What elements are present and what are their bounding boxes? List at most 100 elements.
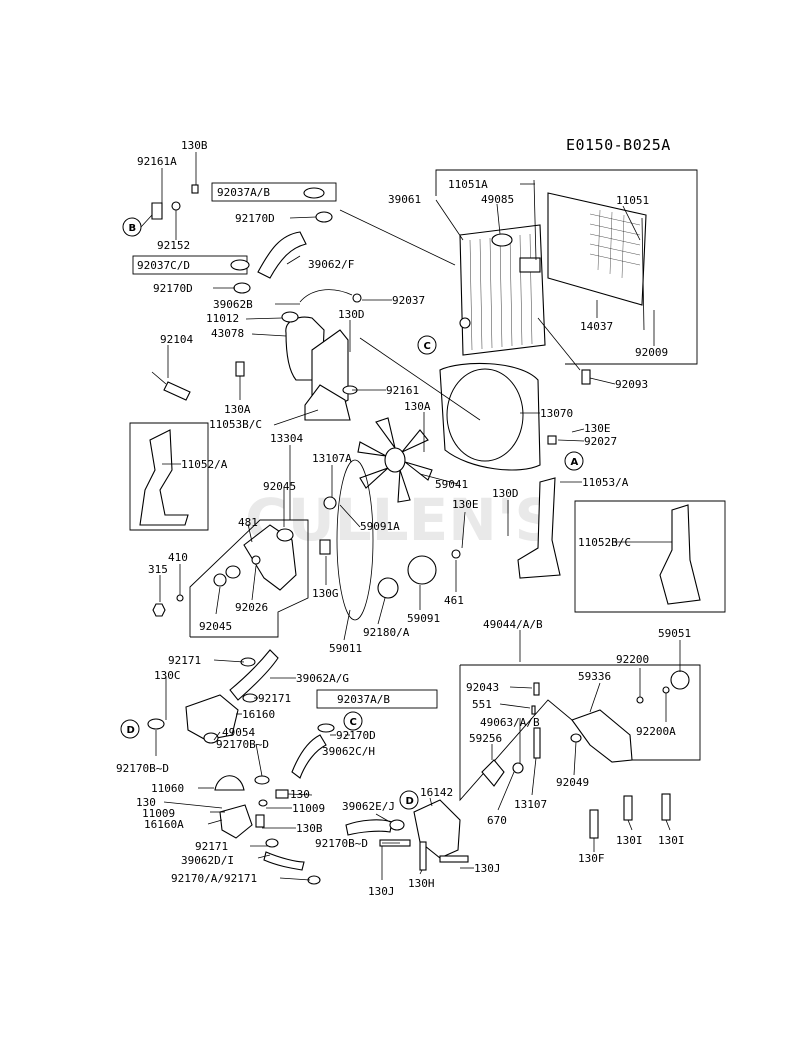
- bolt-icon: [319, 539, 331, 555]
- fan-belt-icon: [336, 459, 374, 621]
- shroud-opening-icon: [446, 368, 524, 462]
- label-92200a: 92200A: [636, 725, 676, 738]
- bolt-130i-icon: [623, 795, 633, 821]
- label-11051a: 11051A: [448, 178, 488, 191]
- clamp-icon: [147, 718, 165, 730]
- label-92161: 92161: [386, 384, 419, 397]
- part-92027-icon: [547, 435, 557, 445]
- label-92180a: 92180/A: [363, 626, 410, 639]
- bolt-130j-icon: [439, 855, 469, 863]
- label-130j-2: 130J: [474, 862, 501, 875]
- frame-boxes: [129, 169, 726, 802]
- label-92049: 92049: [556, 776, 589, 789]
- label-461: 461: [444, 594, 464, 607]
- label-13107: 13107: [514, 798, 547, 811]
- radiator-cap-icon: [491, 233, 513, 247]
- housing-16160a-icon: [219, 804, 253, 839]
- part-670-icon: [512, 762, 524, 774]
- bolt-icon: [235, 361, 245, 377]
- label-130i: 130I: [616, 834, 643, 847]
- label-92045: 92045: [263, 480, 296, 493]
- thermostat-icon: [203, 732, 219, 744]
- part-410-icon: [176, 594, 184, 602]
- label-130-2: 130: [290, 788, 310, 801]
- gasket-11060-icon: [214, 775, 245, 791]
- label-11052bc: 11052B/C: [578, 536, 631, 549]
- part-13107a-icon: [323, 496, 337, 510]
- part-92043-icon: [533, 682, 540, 696]
- box-11052bc: [574, 500, 726, 613]
- part-11009-icon: [258, 799, 268, 807]
- label-130a-2: 130A: [404, 400, 431, 413]
- part-92200-icon: [636, 696, 644, 704]
- bracket-11053bc-icon: [304, 384, 351, 421]
- label-92152: 92152: [157, 239, 190, 252]
- part-130b-icon: [191, 184, 199, 194]
- label-92170bd-2: 92170B~D: [116, 762, 169, 775]
- alternator-bracket-icon: [571, 709, 633, 763]
- hose-39062d-icon: [263, 851, 305, 871]
- label-59336: 59336: [578, 670, 611, 683]
- part-illustrations: [139, 179, 701, 885]
- grease-tube-icon: [163, 381, 191, 401]
- label-92037: 92037: [392, 294, 425, 307]
- part-92200a-icon: [662, 686, 670, 694]
- label-481: 481: [238, 516, 258, 529]
- label-130a: 130A: [224, 403, 251, 416]
- callout-a-bracket: A: [564, 451, 584, 471]
- svg-text:C: C: [424, 341, 431, 352]
- label-315: 315: [148, 563, 168, 576]
- box-11052: [129, 422, 209, 531]
- label-59051: 59051: [658, 627, 691, 640]
- label-92161a: 92161A: [137, 155, 177, 168]
- label-39062ch: 39062C/H: [322, 745, 375, 758]
- bolt-130i-icon: [661, 793, 671, 821]
- leader-lines: [140, 152, 681, 881]
- box-92037ab-top: [211, 182, 337, 202]
- reservoir-cap-icon: [281, 311, 299, 323]
- pulley-59051-icon: [670, 670, 690, 690]
- part-92049-icon: [570, 733, 582, 743]
- label-130d: 130D: [338, 308, 365, 321]
- impeller-59256-icon: [481, 759, 505, 787]
- label-14037: 14037: [580, 320, 613, 333]
- clamp-icon: [317, 723, 335, 733]
- bolt-icon: [255, 814, 265, 828]
- clamp-icon: [315, 211, 333, 223]
- diagram-code: E0150-B025A: [566, 136, 671, 154]
- label-11051: 11051: [616, 194, 649, 207]
- part-92026-icon: [251, 555, 261, 565]
- cooling-fan-icon: [357, 417, 433, 503]
- bracket-11053a-icon: [517, 477, 561, 579]
- nut-315-icon: [152, 603, 166, 617]
- label-130: 130: [136, 796, 156, 809]
- clamp-icon: [233, 282, 251, 294]
- hose-39062e-icon: [345, 819, 393, 836]
- callout-c-mid: C: [343, 711, 363, 731]
- label-13070: 13070: [540, 407, 573, 420]
- label-130d-2: 130D: [492, 487, 519, 500]
- label-39062f: 39062/F: [308, 258, 354, 271]
- bearing-icon: [276, 528, 294, 542]
- thermostat-housing-icon: [185, 694, 239, 741]
- part-13107-icon: [533, 727, 541, 759]
- callout-d-left: D: [120, 719, 140, 739]
- part-92093-icon: [581, 369, 591, 385]
- label-130c: 130C: [154, 669, 181, 682]
- label-92026: 92026: [235, 601, 268, 614]
- label-92171-3: 92171: [195, 840, 228, 853]
- clamp-icon: [254, 775, 270, 785]
- label-49044ab: 49044/A/B: [483, 618, 543, 631]
- part-461-icon: [451, 549, 461, 559]
- label-16160a: 16160A: [144, 818, 184, 831]
- callout-d-mid: D: [399, 790, 419, 810]
- label-13107a: 13107A: [312, 452, 352, 465]
- label-39061: 39061: [388, 193, 421, 206]
- clamp-icon: [265, 838, 279, 848]
- label-59091: 59091: [407, 612, 440, 625]
- label-410: 410: [168, 551, 188, 564]
- label-92200: 92200: [616, 653, 649, 666]
- label-130g: 130G: [312, 587, 339, 600]
- label-92170d: 92170D: [235, 212, 275, 225]
